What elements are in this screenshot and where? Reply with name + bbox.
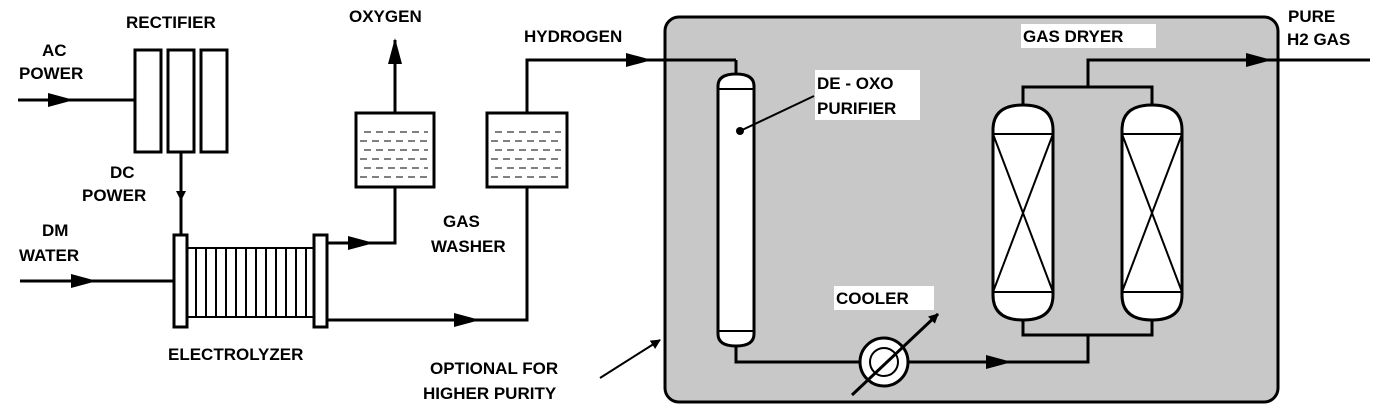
cooler-inner-ring [869, 347, 899, 377]
optional-note-line1: OPTIONAL FOR [430, 359, 558, 378]
purifier-pointer-line [739, 95, 815, 132]
rectifier-unit [133, 48, 229, 154]
gas-dryer-label: GAS DRYER [1023, 27, 1123, 46]
oxygen-label: OXYGEN [349, 7, 422, 26]
ac-power-label-line1: AC [42, 41, 67, 60]
hydrogen-label: HYDROGEN [524, 27, 622, 46]
cooler-label: COOLER [836, 289, 909, 308]
hydrogen-feed-line [476, 187, 529, 322]
pure-h2-label-line1: PURE [1288, 7, 1335, 26]
optional-note-pointer [599, 339, 661, 379]
ac-power-label-line2: POWER [19, 64, 83, 83]
dm-water-label-line1: DM [42, 221, 68, 240]
deoxo-label-bg [815, 70, 920, 120]
rectifier-label: RECTIFIER [126, 13, 216, 32]
cooler-control-arrow [850, 312, 940, 397]
gas-washer-label-line2: WASHER [431, 237, 506, 256]
purifier-to-cooler-line [734, 346, 860, 364]
dc-power-label-line1: DC [110, 163, 135, 182]
dryer-outlet-line [1086, 58, 1240, 87]
hydrogen-outlet-line [525, 58, 620, 113]
optional-purification-panel [663, 15, 1280, 404]
deoxo-purifier-column [716, 72, 756, 348]
optional-note-line2: HIGHER PURITY [423, 384, 557, 403]
dc-power-label-line2: POWER [82, 186, 146, 205]
dm-water-label-line2: WATER [19, 246, 79, 265]
pure-h2-label-line2: H2 GAS [1287, 30, 1350, 49]
cooler-label-bg [834, 286, 934, 310]
electrolyzer-label: ELECTROLYZER [168, 345, 303, 364]
deoxo-label-line1: DE - OXO [817, 74, 894, 93]
oxygen-feed-line [370, 187, 397, 245]
gas-dryer-label-bg [1021, 24, 1156, 48]
electrolyzer-unit [172, 233, 329, 329]
cooler-to-dryer-line [1008, 335, 1090, 364]
dryer-bottom-manifold [1021, 320, 1154, 337]
gas-washer-label-line1: GAS [443, 212, 480, 231]
deoxo-label-line2: PURIFIER [817, 99, 896, 118]
